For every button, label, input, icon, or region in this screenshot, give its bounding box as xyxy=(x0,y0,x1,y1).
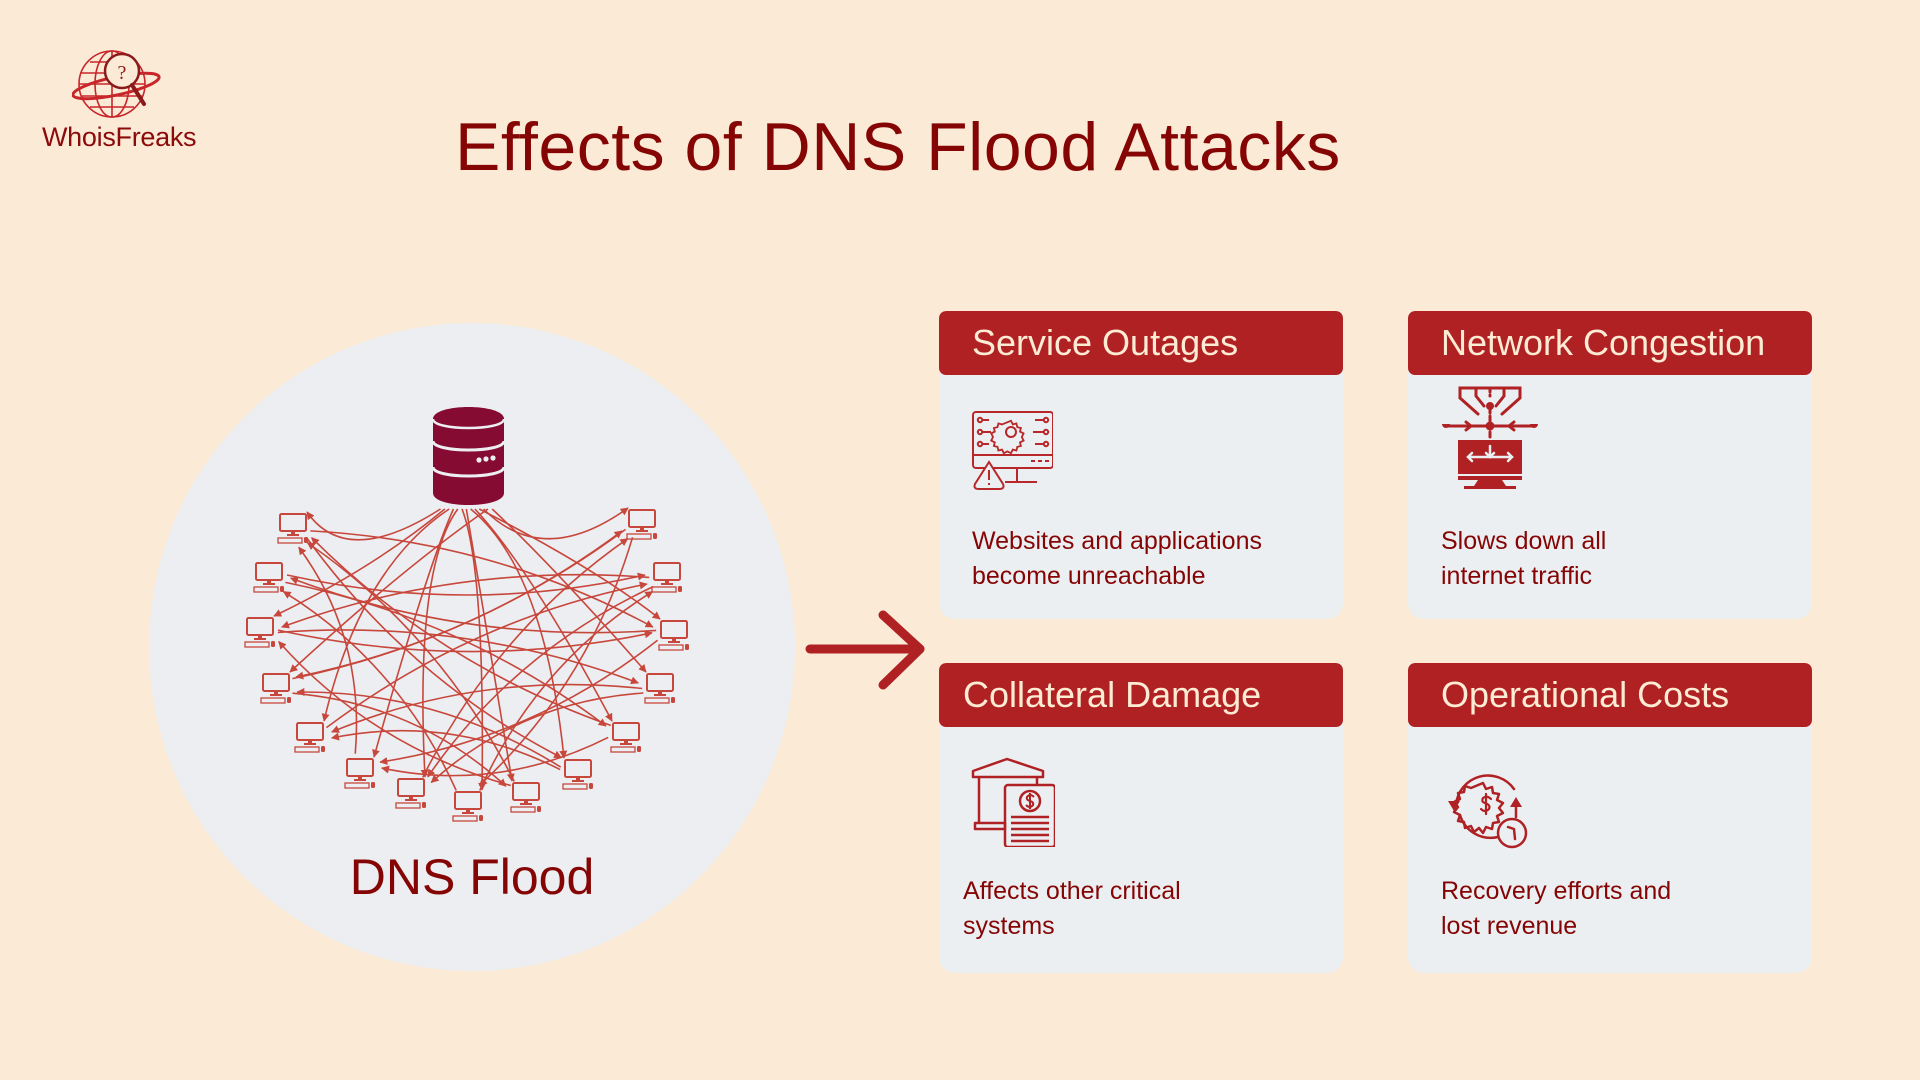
flood-arrow xyxy=(331,729,561,771)
card-description: Websites and applications become unreach… xyxy=(972,527,1262,590)
desktop-computer-icon xyxy=(253,562,284,593)
flood-arrow xyxy=(430,692,644,784)
flood-arrow xyxy=(331,683,643,733)
card-description: Affects other critical systems xyxy=(963,877,1181,940)
desktop-computer-icon xyxy=(610,722,641,753)
desktop-computer-icon xyxy=(452,791,483,822)
flood-traffic-lines xyxy=(273,507,661,791)
computer-nodes xyxy=(244,509,689,822)
flood-arrow xyxy=(461,508,487,791)
card-title: Network Congestion xyxy=(1408,311,1812,375)
flood-arrow xyxy=(290,576,657,634)
page-title: Effects of DNS Flood Attacks xyxy=(455,109,1341,185)
flood-arrow xyxy=(282,590,457,791)
flood-arrow xyxy=(306,508,441,541)
flood-arrow xyxy=(292,530,623,680)
flood-arrow xyxy=(296,687,562,768)
desktop-computer-icon xyxy=(395,778,426,809)
flood-arrow xyxy=(427,585,654,778)
flood-arrow xyxy=(491,508,647,673)
flood-arrow xyxy=(292,692,507,787)
flood-arrow xyxy=(311,537,612,727)
flood-arrow xyxy=(277,629,653,653)
arrow-right-icon xyxy=(805,610,925,690)
card-title: Operational Costs xyxy=(1408,663,1812,727)
flood-arrow xyxy=(479,590,654,791)
dns-flood-diagram xyxy=(244,407,689,822)
globe-magnifier-question-icon: ? xyxy=(72,50,161,118)
database-server-icon xyxy=(431,407,506,505)
card-description: Slows down all internet traffic xyxy=(1441,527,1607,590)
desktop-computer-icon xyxy=(626,509,657,540)
flood-arrow xyxy=(321,508,450,722)
flood-arrow xyxy=(470,508,568,759)
flood-arrow xyxy=(277,629,639,685)
flood-arrow xyxy=(298,546,358,754)
card-title: Collateral Damage xyxy=(939,663,1343,727)
flood-arrow xyxy=(483,507,629,540)
effect-card-collateral-damage: Collateral Damage Affects other critical… xyxy=(939,663,1343,973)
desktop-computer-icon xyxy=(294,722,325,753)
flood-arrow xyxy=(273,508,446,617)
desktop-computer-icon xyxy=(658,620,689,651)
flood-arrow xyxy=(325,581,648,729)
desktop-computer-icon xyxy=(344,758,375,789)
desktop-computer-icon xyxy=(510,782,541,813)
flood-arrow xyxy=(281,573,650,629)
desktop-computer-icon xyxy=(644,673,675,704)
svg-text:?: ? xyxy=(118,62,127,84)
flood-arrow xyxy=(289,508,489,673)
flood-arrow xyxy=(306,541,515,782)
flood-arrow xyxy=(381,736,609,777)
gear-dollar-cycle-clock-icon xyxy=(1448,774,1528,849)
effect-card-operational-costs: Operational Costs Recovery efforts and l… xyxy=(1408,663,1812,973)
brand-name: WhoisFreaks xyxy=(42,122,197,152)
brand-logo: ? WhoisFreaks xyxy=(40,48,210,158)
building-invoice-icon xyxy=(971,757,1055,847)
desktop-computer-icon xyxy=(651,562,682,593)
desktop-computer-icon xyxy=(562,759,593,790)
flood-arrow xyxy=(478,537,634,786)
flood-arrow xyxy=(310,530,654,628)
desktop-computer-icon xyxy=(277,513,308,544)
card-description: Recovery efforts and lost revenue xyxy=(1441,877,1672,940)
flood-arrow xyxy=(285,581,607,727)
flood-arrow xyxy=(420,508,459,778)
flood-arrow xyxy=(295,528,627,680)
flood-arrow xyxy=(305,537,563,759)
flood-arrow xyxy=(379,639,659,766)
effect-card-service-outages: Service Outages Websites and application… xyxy=(939,311,1343,619)
flood-arrow xyxy=(286,572,646,596)
card-title: Service Outages xyxy=(939,311,1343,375)
dns-flood-label: DNS Flood xyxy=(349,849,595,905)
monitor-gear-warning-icon xyxy=(972,411,1053,490)
desktop-computer-icon xyxy=(244,617,275,648)
desktop-computer-icon xyxy=(260,673,291,704)
network-funnel-monitor-icon xyxy=(1442,386,1538,489)
effect-card-network-congestion: Network Congestion Slows down all intern… xyxy=(1408,311,1812,619)
